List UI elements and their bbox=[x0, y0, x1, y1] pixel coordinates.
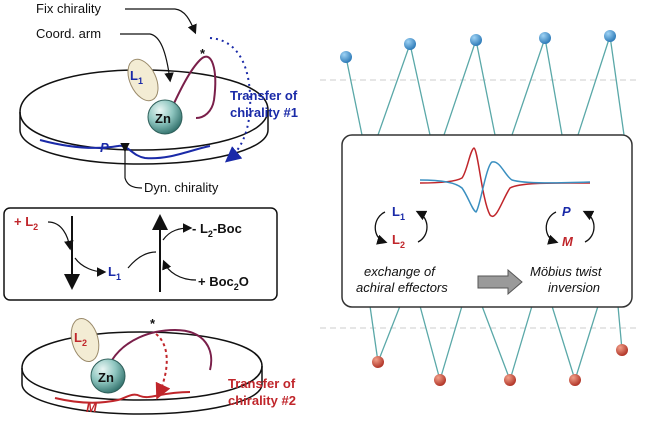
ring-band-bottom bbox=[21, 331, 263, 415]
plus-l2-label: + L2 bbox=[14, 214, 38, 232]
right-l1-label: L1 bbox=[392, 204, 405, 222]
helicity-m-label: M bbox=[86, 400, 98, 415]
dot-blue-5 bbox=[604, 30, 616, 42]
exchange-label-line2: achiral effectors bbox=[356, 280, 448, 295]
right-panel: L1 L2 P M exchange of achiral effectors … bbox=[320, 30, 640, 386]
dot-blue-3 bbox=[470, 34, 482, 46]
fix-chirality-arrow bbox=[125, 8, 197, 35]
dot-red-3 bbox=[504, 374, 516, 386]
l2-in-arrow bbox=[47, 221, 74, 251]
l1-to-up-curve bbox=[127, 251, 157, 269]
ligand-exchange-box: + L2 L1 - L2-Boc + Boc2O bbox=[3, 207, 278, 301]
dot-red-1 bbox=[372, 356, 384, 368]
ring-inner-edge-bottom bbox=[21, 365, 263, 401]
mobius-label-line2: inversion bbox=[548, 280, 600, 295]
mobius-label-line1: Möbius twist bbox=[530, 264, 603, 279]
transfer-2-line2: chirality #2 bbox=[228, 393, 296, 408]
right-l2-label: L2 bbox=[392, 232, 405, 250]
coordination-arm-loop-bottom bbox=[111, 328, 213, 371]
right-p-label: P bbox=[562, 204, 571, 219]
stereocenter-star-top: * bbox=[200, 46, 206, 61]
helicity-cycle-left-arc bbox=[545, 211, 559, 245]
exchange-l1-label: L1 bbox=[108, 264, 121, 282]
plus-boc2o-label: + Boc2O bbox=[198, 274, 249, 292]
exchange-cycle-left-arc bbox=[374, 211, 388, 245]
zn-atom-top bbox=[147, 99, 183, 135]
cd-curve-m bbox=[419, 147, 591, 218]
process-arrow bbox=[477, 268, 523, 296]
stereocenter-star-bottom: * bbox=[150, 316, 156, 331]
ligand-l1-ellipse bbox=[127, 58, 159, 102]
zn-label-bottom: Zn bbox=[98, 370, 114, 385]
dot-red-5 bbox=[616, 344, 628, 356]
cd-curve-p bbox=[419, 161, 591, 213]
zn-label-top: Zn bbox=[155, 111, 171, 126]
zn-atom-bottom bbox=[90, 358, 126, 394]
to-l1-arrow bbox=[74, 257, 107, 277]
zigzag-bottom bbox=[369, 305, 623, 383]
ligand-l2-ellipse bbox=[70, 317, 100, 363]
ring-inner-edge-top bbox=[19, 109, 269, 151]
dyn-chirality-pointer bbox=[120, 142, 143, 189]
coord-arm-label: Coord. arm bbox=[36, 26, 101, 41]
ligand-l1-label: L1 bbox=[130, 68, 143, 86]
cd-summary-box bbox=[341, 134, 633, 308]
ligand-l2-label: L2 bbox=[74, 330, 87, 348]
exchange-cycle-right-arc bbox=[415, 210, 428, 243]
dot-red-4 bbox=[569, 374, 581, 386]
ring-band-top bbox=[19, 69, 269, 165]
transfer-2-line1: Transfer of bbox=[228, 376, 296, 391]
dyn-chirality-label: Dyn. chirality bbox=[144, 180, 219, 195]
transfer-1-line2: chirality #1 bbox=[230, 105, 298, 120]
helicity-cycle-right-arc bbox=[582, 210, 595, 243]
right-m-label: M bbox=[562, 234, 574, 249]
twist-section-p bbox=[39, 139, 211, 160]
coordination-arm-loop bbox=[169, 55, 217, 119]
minus-l2-boc-label: - L2-Boc bbox=[192, 221, 242, 239]
dot-blue-1 bbox=[340, 51, 352, 63]
dot-blue-4 bbox=[539, 32, 551, 44]
transfer-1-line1: Transfer of bbox=[230, 88, 298, 103]
zigzag-top bbox=[345, 35, 625, 136]
boc2o-in-arrow bbox=[162, 259, 197, 281]
dot-blue-2 bbox=[404, 38, 416, 50]
exchange-label-line1: exchange of bbox=[364, 264, 436, 279]
coord-arm-arrow bbox=[120, 33, 174, 83]
top-ring-diagram: L1 Zn * P bbox=[19, 46, 269, 165]
fix-chirality-label: Fix chirality bbox=[36, 1, 102, 16]
bottom-ring-diagram: L2 Zn * M bbox=[21, 316, 263, 415]
dot-red-2 bbox=[434, 374, 446, 386]
l2boc-out-arrow bbox=[162, 223, 193, 241]
helicity-p-label: P bbox=[100, 140, 109, 155]
